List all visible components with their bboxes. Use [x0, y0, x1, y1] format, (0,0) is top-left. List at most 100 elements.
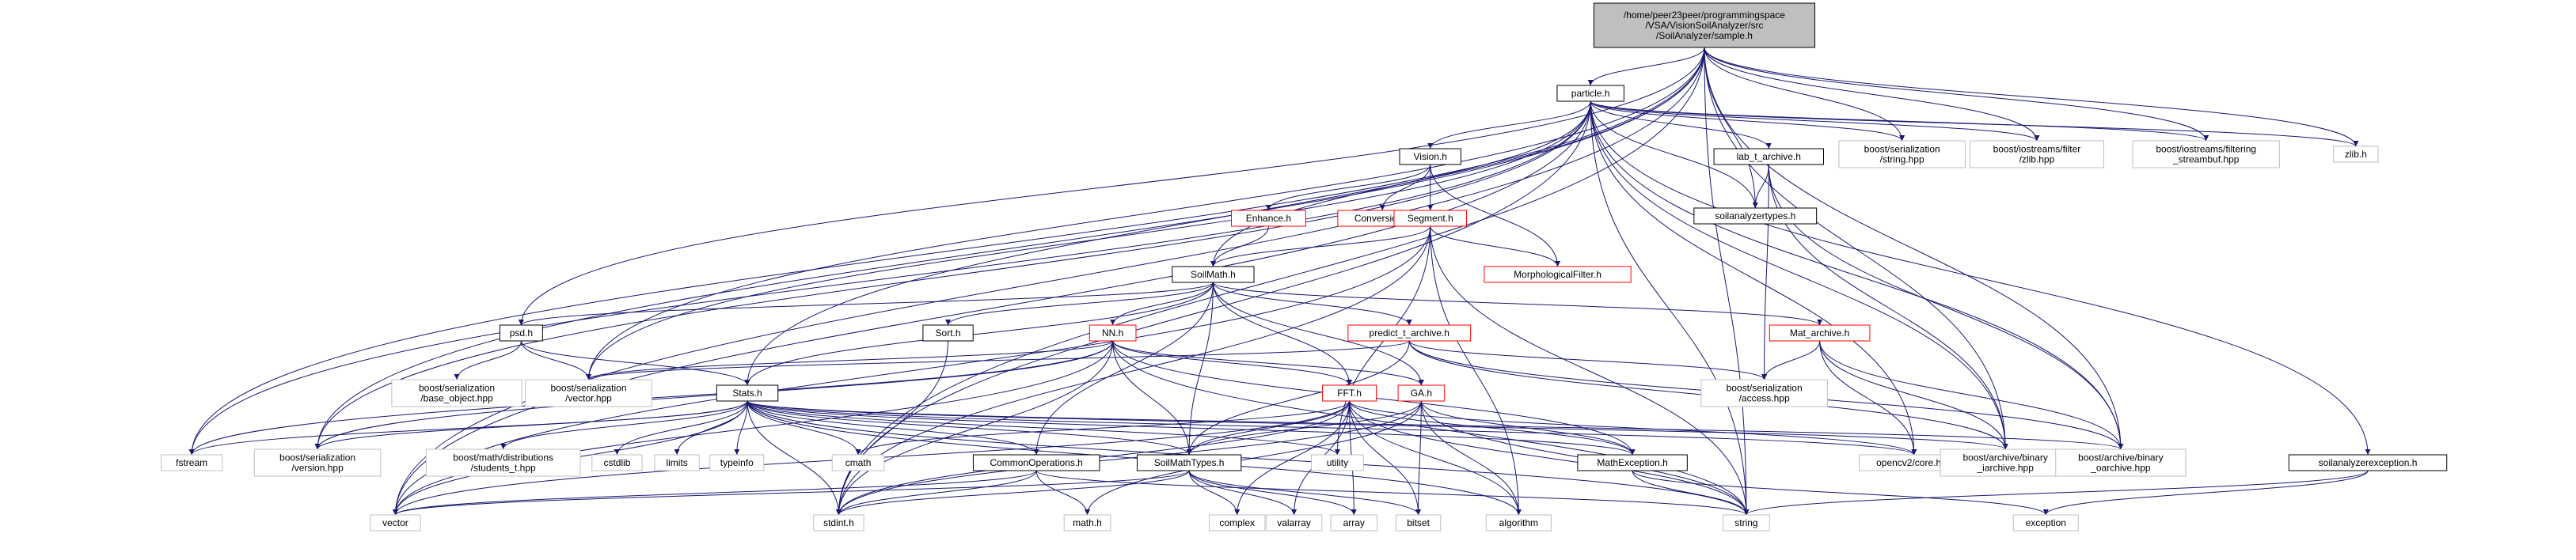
edge-particle-to-bser_vector — [586, 100, 1591, 380]
edge-psd-to-bser_base — [454, 340, 522, 380]
node-fft[interactable]: FFT.h — [1322, 384, 1377, 402]
edge-ga-to-algorithm — [1420, 400, 1522, 516]
node-box-cstdlib — [591, 454, 643, 471]
node-stats[interactable]: Stats.h — [716, 384, 779, 402]
node-bser_access: boost/serialization/access.hpp — [1700, 379, 1828, 407]
node-mathexception[interactable]: MathException.h — [1577, 454, 1688, 471]
node-label-bser_vector-0: boost/serialization — [550, 383, 626, 394]
node-box-bio_zlib — [1969, 140, 2104, 168]
node-root[interactable]: /home/peer23peer/programmingspace/VSA/Vi… — [1593, 2, 1816, 48]
node-label-valarray-0: valarray — [1277, 517, 1311, 528]
node-label-nn-0: NN.h — [1102, 327, 1123, 339]
edge-particle-to-labtarchive — [1590, 100, 1772, 149]
node-label-soilanalyzertypes-0: soilanalyzertypes.h — [1715, 210, 1795, 221]
node-label-algorithm-0: algorithm — [1499, 517, 1538, 528]
edge-nn-to-string — [1112, 340, 1750, 516]
node-mathh: math.h — [1063, 514, 1111, 532]
node-label-soilmath-0: SoilMath.h — [1191, 269, 1236, 280]
node-box-mathh — [1063, 514, 1111, 532]
node-sort[interactable]: Sort.h — [922, 324, 974, 342]
node-label-utility-0: utility — [1327, 457, 1348, 468]
edge-matarchive-to-bar_binary_o — [1819, 340, 2124, 450]
node-box-matarchive — [1769, 324, 1871, 342]
node-box-bmath_students — [425, 448, 581, 477]
node-algorithm: algorithm — [1485, 514, 1552, 532]
edge-stats-to-typeinfo — [734, 400, 748, 456]
node-labtarchive[interactable]: lab_t_archive.h — [1713, 148, 1824, 165]
edge-segment-to-algorithm — [1430, 225, 1522, 516]
node-label-ga-0: GA.h — [1411, 388, 1432, 399]
node-stdint: stdint.h — [813, 514, 864, 532]
edge-nn-to-fstream — [188, 340, 1114, 456]
edge-stats-to-commonops — [747, 400, 1039, 456]
edge-labtarchive-to-bser_access — [1761, 164, 1769, 380]
node-label-exception-0: exception — [2026, 517, 2066, 528]
node-label-bio_zlib-1: /zlib.hpp — [2019, 154, 2055, 165]
node-box-vision — [1399, 148, 1461, 165]
node-box-array — [1330, 514, 1378, 532]
edge-root-to-stdint — [835, 47, 1705, 516]
node-box-root — [1593, 2, 1816, 48]
node-soilanalyzertypes[interactable]: soilanalyzertypes.h — [1693, 207, 1818, 225]
edge-particle-to-opencv — [1590, 100, 1917, 456]
node-label-mathh-0: math.h — [1073, 517, 1102, 528]
edge-particle-to-bar_binary_o — [1590, 100, 2124, 450]
node-utility: utility — [1311, 454, 1364, 471]
edge-vision-to-enhance — [1265, 164, 1431, 211]
edge-nn-to-vector — [393, 340, 1114, 516]
node-bio_zlib: boost/iostreams/filter/zlib.hpp — [1969, 140, 2104, 168]
node-morph[interactable]: MorphologicalFilter.h — [1484, 266, 1632, 283]
node-bser_base: boost/serialization/base_object.hpp — [391, 379, 522, 407]
node-label-bio_streambuf-0: boost/iostreams/filtering — [2156, 144, 2256, 155]
edge-root-to-zlib — [1704, 47, 2359, 147]
edge-stats-to-stdint — [747, 400, 842, 516]
node-label-stdint-0: stdint.h — [823, 517, 854, 528]
node-vision[interactable]: Vision.h — [1399, 148, 1461, 165]
node-predict[interactable]: predict_t_archive.h — [1347, 324, 1472, 342]
node-label-bio_streambuf-1: _streambuf.hpp — [2172, 154, 2240, 165]
node-nn[interactable]: NN.h — [1089, 324, 1137, 342]
node-box-bser_base — [391, 379, 522, 407]
node-enhance[interactable]: Enhance.h — [1230, 210, 1306, 227]
edge-stats-to-fstream — [188, 400, 748, 456]
edge-nn-to-fft — [1112, 340, 1352, 386]
edge-soilanalyzerexception-to-exception — [2042, 470, 2369, 516]
node-soilanalyzerexception[interactable]: soilanalyzerexception.h — [2288, 454, 2448, 471]
edge-fft-to-bitset — [1349, 400, 1422, 516]
edge-root-to-bar_binary_o — [1704, 47, 2124, 450]
node-box-exception — [2012, 514, 2079, 532]
node-label-limits-0: limits — [666, 457, 687, 468]
node-label-mathexception-0: MathException.h — [1597, 457, 1667, 468]
edge-soilmathtypes-to-valarray — [1188, 470, 1297, 516]
node-box-algorithm — [1485, 514, 1552, 532]
node-box-bser_version — [253, 448, 382, 477]
edge-matarchive-to-bar_binary_i — [1819, 340, 2008, 450]
edge-nn-to-ga — [1112, 340, 1424, 386]
edge-soilmathtypes-to-complex — [1188, 470, 1241, 516]
node-soilmathtypes[interactable]: SoilMathTypes.h — [1136, 454, 1242, 471]
node-string: string — [1723, 514, 1770, 532]
node-box-sort — [922, 324, 974, 342]
node-soilmath[interactable]: SoilMath.h — [1172, 266, 1255, 283]
edge-stats-to-string — [747, 400, 1750, 516]
node-typeinfo: typeinfo — [709, 454, 765, 471]
node-commonops[interactable]: CommonOperations.h — [972, 454, 1100, 471]
node-box-commonops — [972, 454, 1100, 471]
node-box-cmath — [831, 454, 885, 471]
node-label-soilmathtypes-0: SoilMathTypes.h — [1154, 457, 1225, 468]
node-box-stdint — [813, 514, 864, 532]
edge-root-to-bio_streambuf — [1704, 47, 2209, 142]
node-label-typeinfo-0: typeinfo — [720, 457, 754, 468]
node-segment[interactable]: Segment.h — [1393, 210, 1467, 227]
node-particle[interactable]: particle.h — [1556, 85, 1624, 102]
edge-particle-to-fstream — [188, 100, 1591, 456]
node-ga[interactable]: GA.h — [1397, 384, 1446, 402]
edge-stats-to-cmath — [747, 400, 861, 456]
edge-predict-to-bser_vector — [586, 340, 1410, 380]
node-box-psd — [499, 324, 543, 342]
node-psd[interactable]: psd.h — [499, 324, 543, 342]
node-matarchive[interactable]: Mat_archive.h — [1769, 324, 1871, 342]
node-label-soilanalyzerexception-0: soilanalyzerexception.h — [2319, 457, 2418, 468]
node-box-utility — [1311, 454, 1364, 471]
